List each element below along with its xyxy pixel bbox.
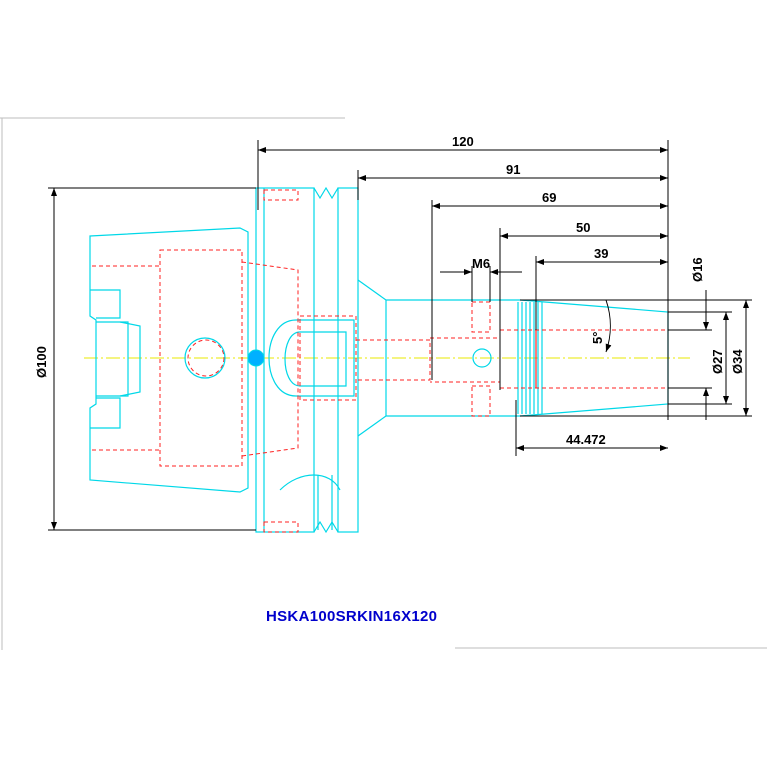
dim-120: 120 bbox=[452, 134, 474, 149]
center-marker bbox=[247, 349, 265, 367]
dim-d34: Ø34 bbox=[730, 349, 745, 374]
dimension-lines bbox=[48, 140, 752, 531]
dim-d27: Ø27 bbox=[710, 349, 725, 374]
tool-holder-outline bbox=[89, 186, 669, 534]
dim-5-deg: 5° bbox=[590, 332, 605, 344]
hidden-lines bbox=[92, 189, 668, 533]
dim-d16: Ø16 bbox=[690, 257, 705, 282]
dim-44472: 44.472 bbox=[566, 432, 606, 447]
coolant-hole bbox=[184, 337, 226, 379]
dim-69: 69 bbox=[542, 190, 556, 205]
part-number-title: HSKA100SRKIN16X120 bbox=[266, 608, 437, 625]
dim-m6: M6 bbox=[472, 256, 490, 271]
dim-91: 91 bbox=[506, 162, 520, 177]
dim-d100: Ø100 bbox=[34, 346, 49, 378]
dim-39: 39 bbox=[594, 246, 608, 261]
dim-50: 50 bbox=[576, 220, 590, 235]
set-screw-hole bbox=[472, 348, 492, 368]
sheet-frame bbox=[0, 117, 767, 650]
